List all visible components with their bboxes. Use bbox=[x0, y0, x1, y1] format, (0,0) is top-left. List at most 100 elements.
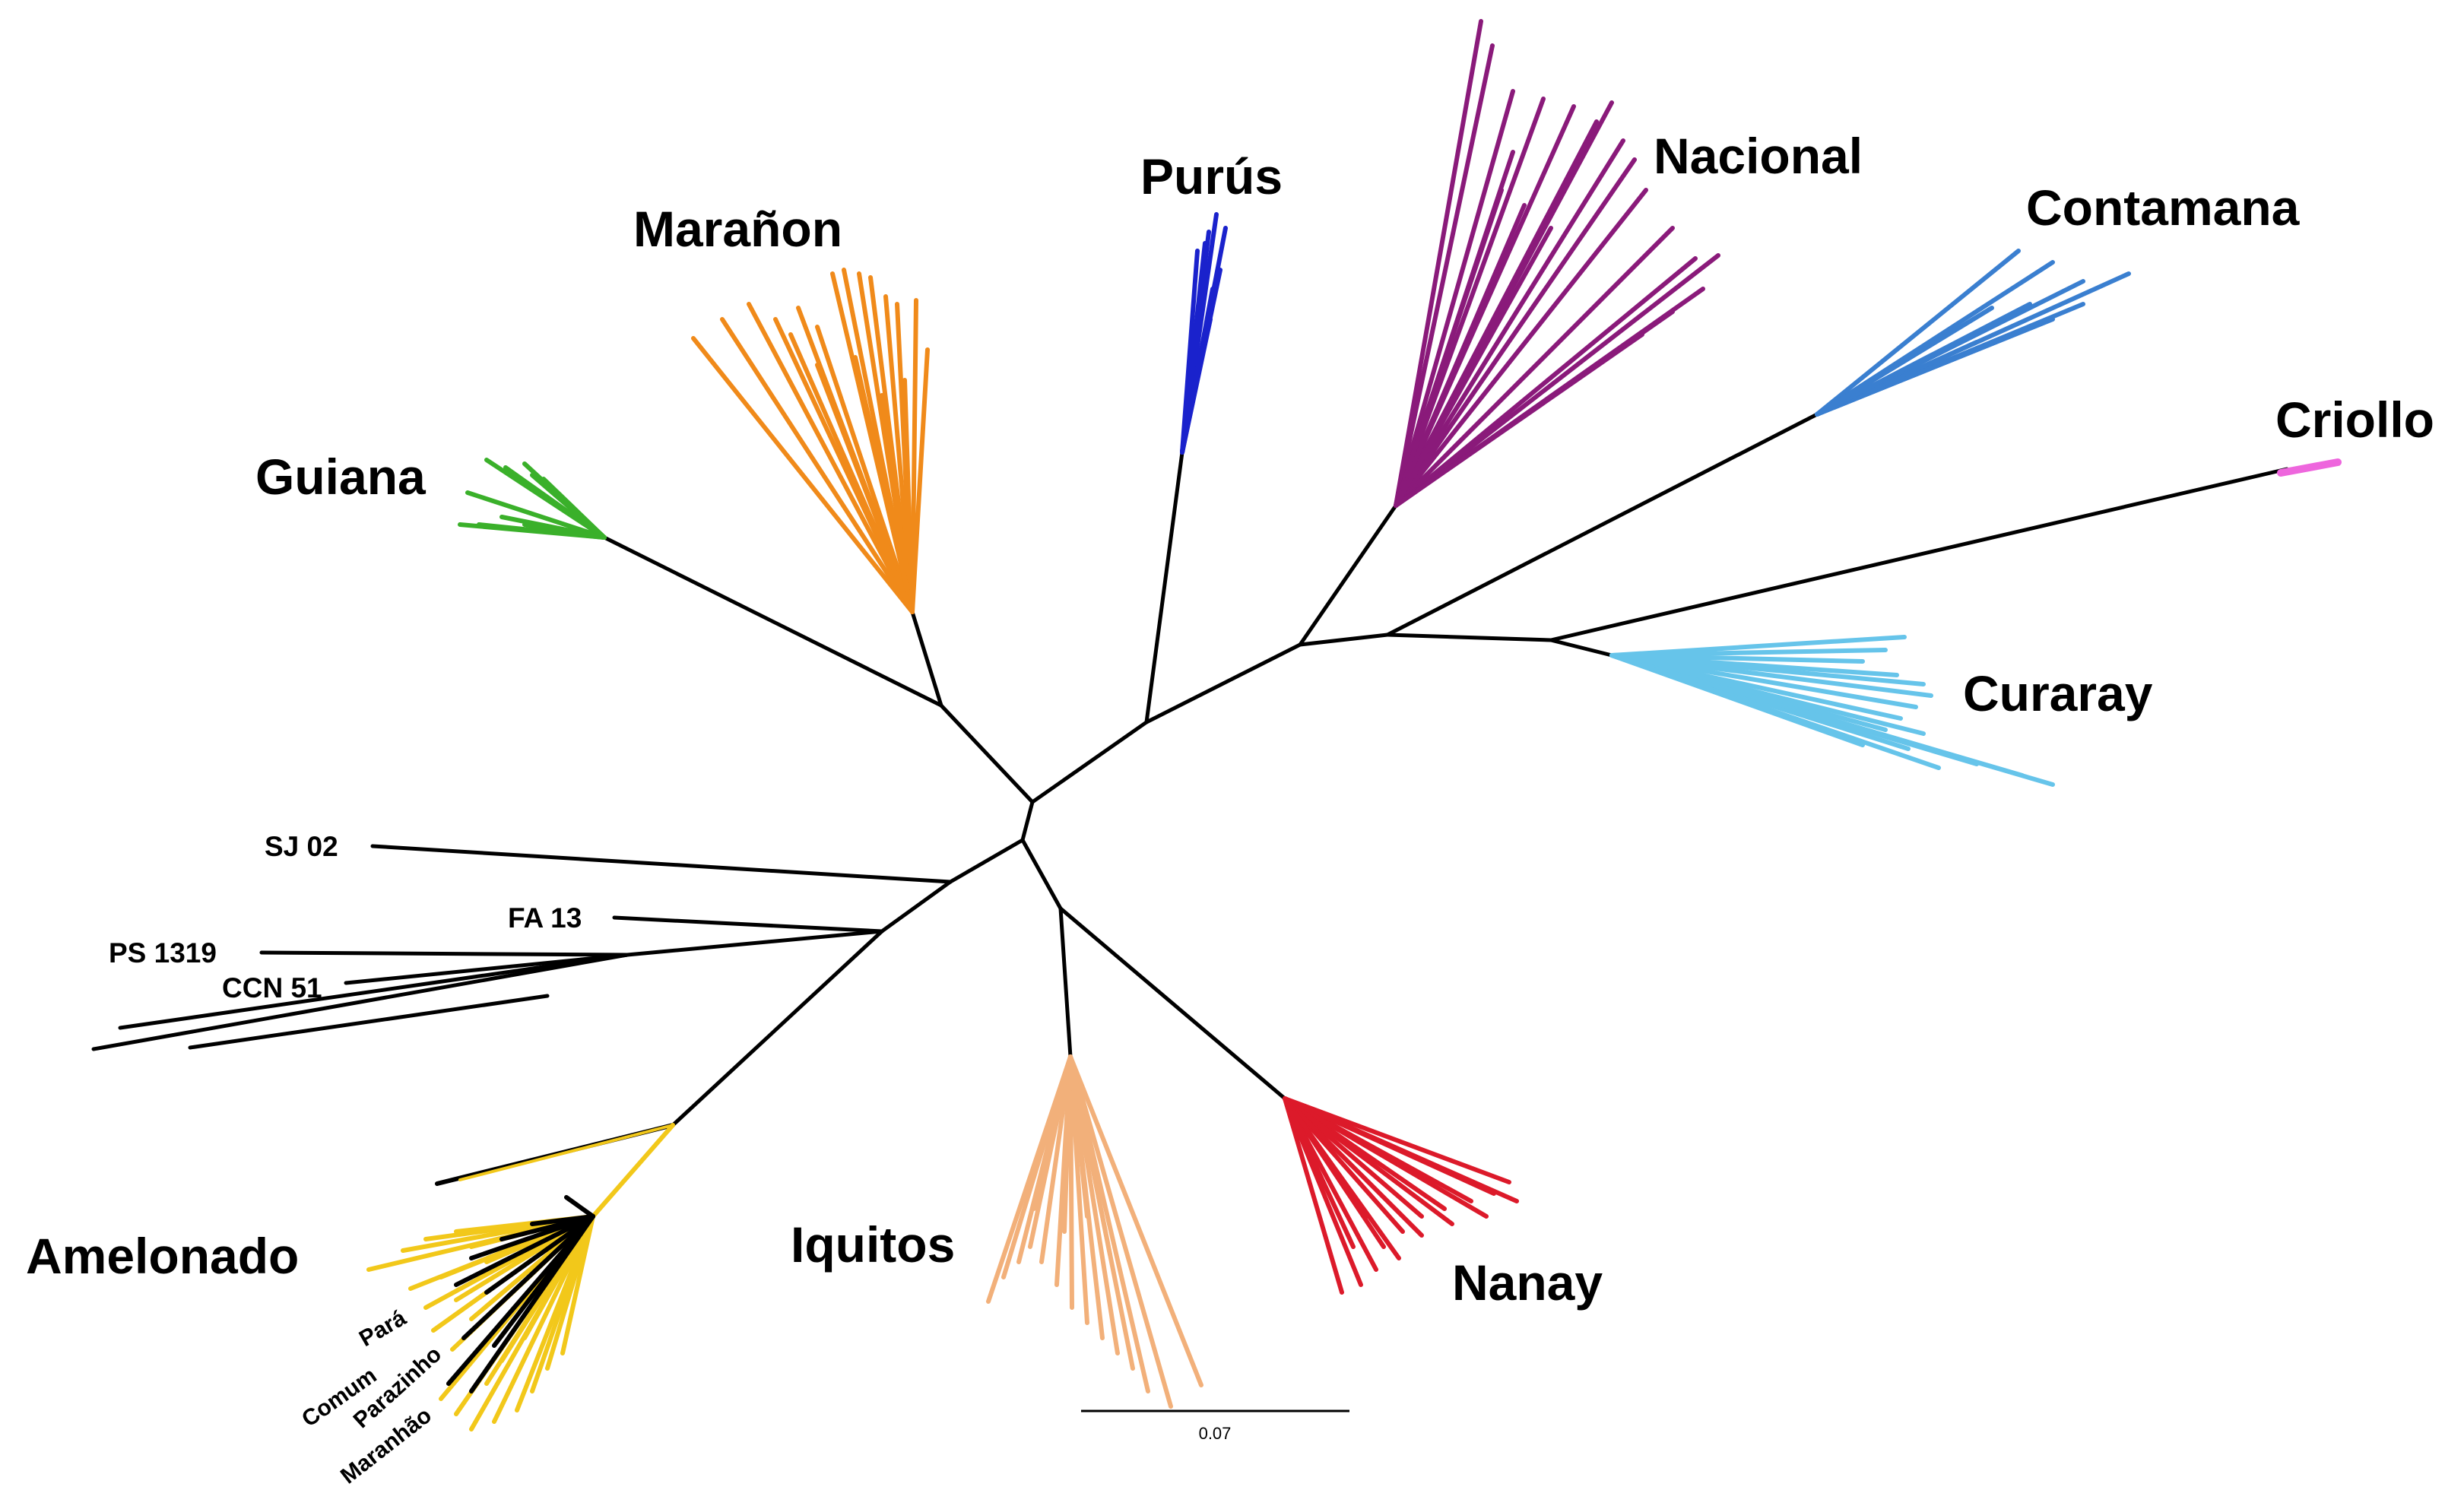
scale-bar: 0.07 bbox=[1081, 1409, 1349, 1443]
leaf-branch-amelonado-black bbox=[469, 1214, 595, 1393]
label-iquitos: Iquitos bbox=[791, 1216, 955, 1273]
taxon-label-ccn51: CCN 51 bbox=[222, 972, 322, 1003]
leaf-branch-maranon bbox=[691, 336, 915, 614]
leaf-branch-nacional bbox=[1394, 43, 1495, 508]
leaf-branch-maranon bbox=[910, 298, 918, 614]
leaf-branch-iquitos bbox=[1068, 1054, 1112, 1257]
tree-branches bbox=[91, 19, 2342, 1431]
leaf-branch-maranon bbox=[788, 332, 915, 614]
label-amelonado: Amelonado bbox=[26, 1228, 299, 1284]
leaf-branch-amelonado-black bbox=[484, 1214, 595, 1295]
leaf-branch-nanay bbox=[1283, 1096, 1489, 1219]
leaf-branch-amelonado-black bbox=[564, 1195, 595, 1219]
leaf-branch-nanay bbox=[1283, 1096, 1424, 1238]
leaf-branch-amelonado bbox=[492, 1214, 595, 1424]
leaf-branch-nacional bbox=[1394, 226, 1675, 508]
leaf-branch-guiana bbox=[522, 522, 607, 540]
leaf-branch-nacional bbox=[1394, 188, 1648, 508]
leaf-branch-iquitos bbox=[1068, 1054, 1203, 1387]
label-maranon: Marañon bbox=[633, 201, 842, 257]
internal-branch bbox=[1144, 642, 1302, 724]
leaf-branch-curaray bbox=[1609, 653, 1918, 709]
label-nacional: Nacional bbox=[1654, 128, 1863, 184]
internal-branch bbox=[1058, 906, 1287, 1101]
label-nanay: Nanay bbox=[1452, 1254, 1603, 1311]
internal-branch bbox=[602, 535, 943, 708]
taxon-label-fa13: FA 13 bbox=[508, 902, 582, 934]
label-guiana: Guiana bbox=[255, 449, 427, 505]
leaf-branch-nacional bbox=[1394, 188, 1504, 508]
leaf-branch-black bbox=[91, 953, 629, 1051]
leaf-branch-nanay bbox=[1283, 1096, 1519, 1203]
leaf-branch-nacional bbox=[1394, 138, 1625, 508]
group-labels: Purús Nacional Marañon Contamana Criollo… bbox=[26, 128, 2434, 1311]
variety-label-para: Pará bbox=[355, 1305, 411, 1352]
internal-branch bbox=[671, 929, 884, 1127]
leaf-branch-black bbox=[118, 953, 629, 1030]
internal-branch bbox=[1144, 450, 1184, 724]
leaf-branch-amelonado bbox=[560, 1214, 595, 1355]
leaf-branch-amelonado-black bbox=[469, 1214, 595, 1260]
stem-branch-ps-ccn bbox=[625, 929, 884, 957]
leaf-branch-amelonado bbox=[458, 1124, 674, 1181]
leaf-branch-nanay bbox=[1283, 1096, 1344, 1295]
leaf-branch-curaray bbox=[1609, 653, 1865, 747]
leaf-branch-nacional bbox=[1394, 332, 1644, 508]
taxon-label-ps1319: PS 1319 bbox=[109, 937, 217, 969]
internal-branch bbox=[1058, 906, 1073, 1059]
leaf-branch-guiana bbox=[465, 490, 607, 540]
internal-branch bbox=[1298, 503, 1398, 647]
label-contamana: Contamana bbox=[2026, 179, 2301, 236]
leaf-branch-ccn51 bbox=[344, 953, 629, 985]
label-curaray: Curaray bbox=[1963, 665, 2153, 721]
leaf-branch-contamana bbox=[1815, 302, 2032, 417]
internal-branch bbox=[1030, 720, 1149, 804]
leaf-branch-nanay bbox=[1283, 1096, 1371, 1219]
leaf-branch-sj02 bbox=[370, 844, 953, 884]
internal-branch bbox=[1020, 800, 1035, 842]
leaf-branch-iquitos bbox=[1032, 1054, 1073, 1211]
taxon-labels: SJ 02 FA 13 PS 1319 CCN 51 bbox=[109, 831, 582, 1003]
leaf-branch-amelonado-black bbox=[446, 1214, 595, 1386]
leaf-branch-curaray bbox=[1609, 653, 1933, 698]
leaf-branch-nacional bbox=[1394, 203, 1527, 508]
leaf-branch-nacional bbox=[1394, 157, 1637, 508]
leaf-branch-nacional bbox=[1394, 253, 1720, 508]
leaf-branch-maranon bbox=[747, 302, 915, 614]
leaf-branch-fa13 bbox=[612, 915, 884, 934]
leaf-branch-maranon bbox=[853, 355, 915, 614]
leaf-branch-maranon bbox=[902, 378, 915, 614]
leaf-branch-maranon bbox=[720, 317, 915, 614]
leaf-branch-maranon bbox=[910, 347, 930, 614]
leaf-branch-black bbox=[188, 994, 550, 1050]
leaf-branch-amelonado-black bbox=[461, 1214, 595, 1340]
leaf-branch-nanay bbox=[1283, 1096, 1454, 1226]
leaf-branch-criollo bbox=[2277, 458, 2342, 477]
label-criollo: Criollo bbox=[2275, 392, 2434, 448]
internal-branch bbox=[939, 703, 1035, 804]
internal-branch bbox=[1385, 412, 1819, 637]
leaf-branch-iquitos bbox=[1068, 1054, 1173, 1409]
label-purus: Purús bbox=[1140, 148, 1283, 204]
internal-branch bbox=[1549, 638, 1614, 658]
leaf-branch-purus bbox=[1180, 347, 1203, 455]
leaf-branch-nacional bbox=[1394, 226, 1553, 508]
internal-branch bbox=[1020, 838, 1063, 911]
amelonado-variety-labels: Pará Comum Parazinho Maranhão bbox=[297, 1305, 446, 1489]
leaf-branch-purus bbox=[1180, 249, 1200, 455]
internal-branch bbox=[880, 880, 953, 934]
internal-branch bbox=[1385, 633, 1553, 642]
internal-branch bbox=[948, 838, 1025, 884]
leaf-branch-nanay bbox=[1283, 1096, 1511, 1184]
stem-branch-amelonado bbox=[591, 1123, 675, 1219]
leaf-branch-nanay bbox=[1283, 1096, 1356, 1249]
leaf-branch-iquitos bbox=[1062, 1054, 1073, 1234]
leaf-branch-ps1319 bbox=[259, 950, 629, 957]
leaf-branch-maranon bbox=[880, 393, 915, 614]
internal-branch bbox=[910, 610, 943, 708]
leaf-branch-curaray bbox=[1609, 653, 2055, 787]
leaf-branch-iquitos bbox=[1068, 1054, 1089, 1219]
leaf-branch-iquitos bbox=[1039, 1054, 1073, 1264]
internal-branch bbox=[1549, 467, 2289, 642]
